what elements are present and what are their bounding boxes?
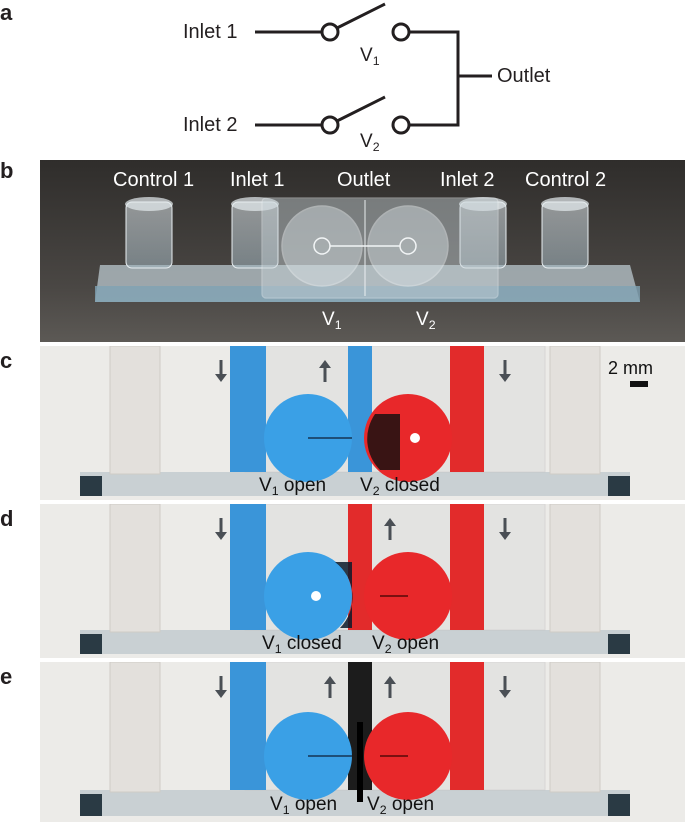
- panel-letter-b: b: [0, 158, 14, 183]
- panel-letter-d: d: [0, 506, 14, 531]
- control2-port: [549, 504, 601, 633]
- v1-status-label: V1 open: [259, 475, 327, 499]
- photo-e: V1 open V2 open: [40, 662, 685, 822]
- device-photo-drawing: [95, 197, 640, 302]
- photo-v1-label: V1: [322, 309, 342, 333]
- schematic-v2-label: V2: [360, 131, 380, 155]
- photo-c: 2 mm V1 open V2 closed: [40, 346, 685, 500]
- blue-inlet-channel: [230, 662, 266, 790]
- blue-inlet-channel: [230, 346, 266, 472]
- v1-left-terminal: [320, 22, 340, 42]
- schematic-inlet2-label: Inlet 2: [183, 114, 238, 136]
- red-inlet-channel: [450, 662, 484, 790]
- photo-d: V1 closed V2 open: [40, 504, 685, 658]
- photo-inlet1-label: Inlet 1: [230, 169, 285, 191]
- v2-left-terminal: [320, 115, 340, 135]
- control1-port: [109, 662, 161, 793]
- photo-d-drawing: [80, 504, 630, 654]
- photo-control1-label: Control 1: [113, 169, 195, 191]
- schematic-v1-label: V1: [360, 45, 380, 69]
- valve-block: [261, 197, 499, 299]
- valve-circuit-diagram: [255, 2, 492, 135]
- v1-status-label: V1 open: [270, 794, 338, 818]
- photo-v2-label: V2: [416, 309, 436, 333]
- photo-e-drawing: [80, 662, 630, 816]
- v2-status-label: V2 open: [372, 633, 440, 657]
- panel-letter-e: e: [0, 664, 13, 689]
- scale-bar: [630, 381, 648, 387]
- v1-switch-lever: [336, 2, 386, 30]
- control1-port: [109, 504, 161, 633]
- schematic-outlet-label: Outlet: [497, 65, 551, 87]
- control2-port: [549, 662, 601, 793]
- outlet-junction-wire: [409, 30, 460, 127]
- v2-switch-lever: [336, 95, 386, 123]
- v2-status-label: V2 open: [367, 794, 435, 818]
- v1-status-label: V1 closed: [262, 633, 342, 657]
- base-plate: [80, 630, 630, 654]
- control1-port: [125, 201, 173, 269]
- red-inlet-channel: [450, 346, 484, 472]
- panel-letter-c: c: [0, 348, 13, 373]
- schematic-inlet1-label: Inlet 1: [183, 21, 238, 43]
- photo-c-drawing: [80, 346, 648, 496]
- valve1-closed-blue: [264, 552, 352, 640]
- blue-inlet-channel: [230, 504, 266, 630]
- v2-status-label: V2 closed: [360, 475, 440, 499]
- photo-outlet-label: Outlet: [337, 169, 391, 191]
- control1-port: [109, 346, 161, 475]
- control2-port: [549, 346, 601, 475]
- control2-port: [541, 201, 589, 269]
- base-plate-edge: [95, 286, 640, 302]
- base-plate: [80, 472, 630, 496]
- photo-inlet2-label: Inlet 2: [440, 169, 495, 191]
- v2-right-terminal: [391, 115, 411, 135]
- photo-control2-label: Control 2: [525, 169, 607, 191]
- scale-label: 2 mm: [608, 358, 653, 378]
- red-inlet-channel: [450, 504, 484, 630]
- base-plate: [80, 790, 630, 816]
- device-photo: Control 1 Inlet 1 Outlet Inlet 2 Control…: [40, 160, 685, 342]
- v1-right-terminal: [391, 22, 411, 42]
- panel-letter-a: a: [0, 0, 13, 25]
